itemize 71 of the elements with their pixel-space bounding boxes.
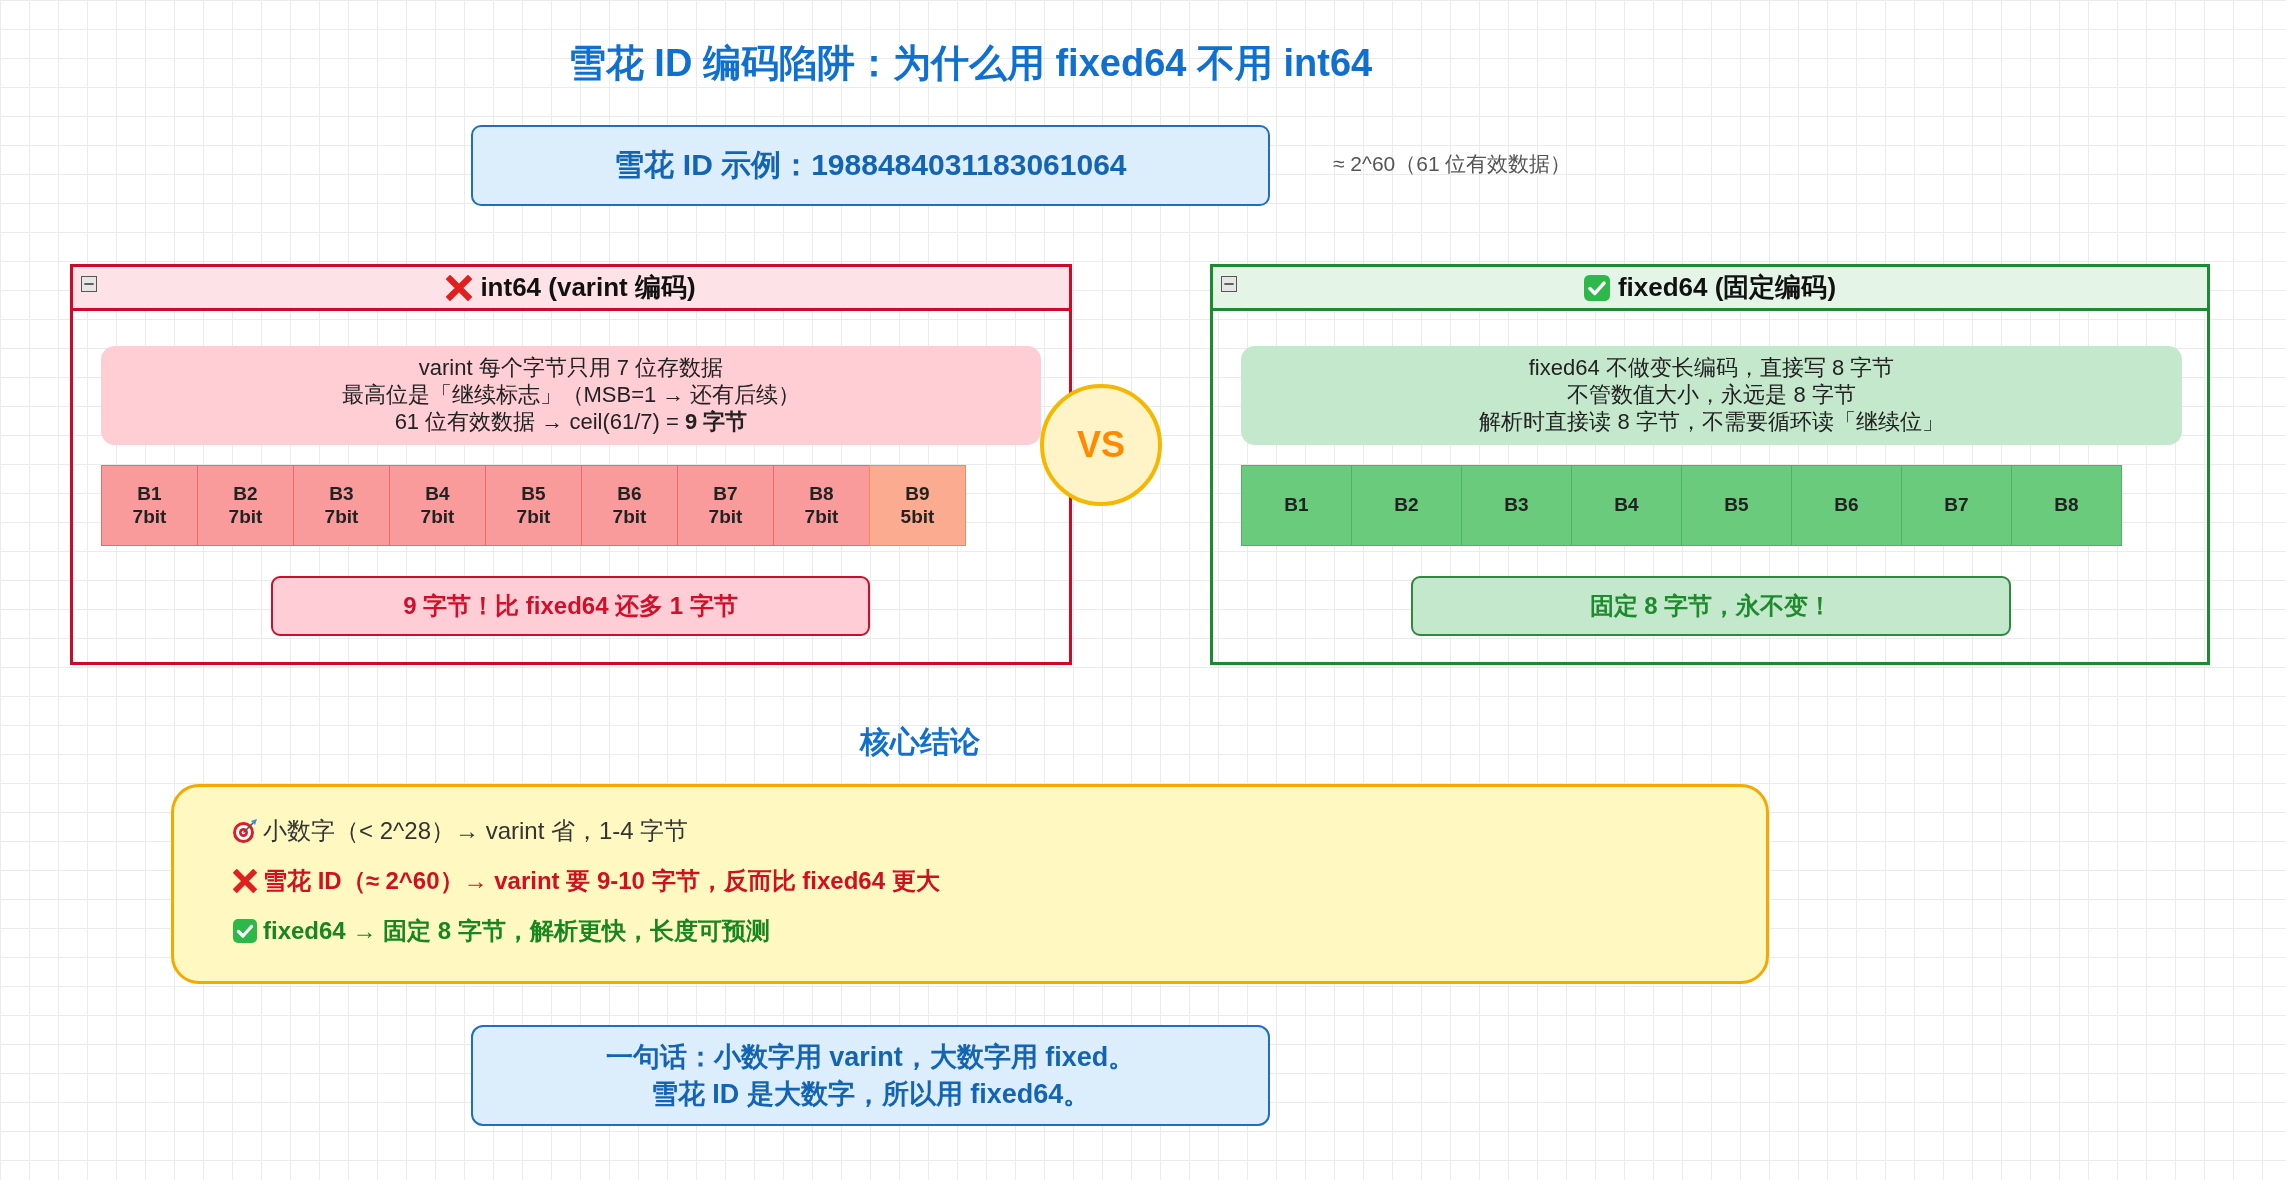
byte-label: B4: [1614, 494, 1639, 517]
byte-label: B9: [905, 482, 930, 506]
bit-count: 7bit: [612, 505, 647, 529]
byte-cell: [1351, 465, 1462, 546]
callout-box: [1411, 576, 2011, 636]
callout-box: [271, 576, 870, 636]
byte-cell: [1571, 465, 1682, 546]
bit-count: 7bit: [228, 505, 263, 529]
vs-text: VS: [1077, 424, 1125, 466]
byte-cell: [1791, 465, 1902, 546]
byte-label: B7: [713, 482, 738, 506]
byte-label: B8: [809, 482, 834, 506]
byte-cell: [197, 465, 294, 546]
byte-label: B6: [617, 482, 642, 506]
byte-label: B8: [2054, 494, 2079, 517]
byte-cell: [485, 465, 582, 546]
byte-cell: [1681, 465, 1792, 546]
byte-cell: [869, 465, 966, 546]
example-box: [471, 125, 1270, 206]
byte-cell: [293, 465, 390, 546]
panel-title: fixed64 (固定编码): [1617, 271, 1837, 304]
note-text: fixed64 不做变长编码，直接写 8 字节: [1528, 355, 1895, 383]
note-box: [1241, 346, 2182, 445]
bit-count: 7bit: [804, 505, 839, 529]
byte-cell: [1241, 465, 1352, 546]
byte-label: B2: [233, 482, 258, 506]
section-heading: 核心结论: [860, 724, 980, 760]
byte-cell: [773, 465, 870, 546]
byte-label: B1: [137, 482, 162, 506]
summary-text: 雪花 ID 是大数字，所以用 fixed64。: [650, 1077, 1091, 1111]
summary-box: [471, 1025, 1270, 1126]
summary-text: 一句话：小数字用 varint，大数字用 fixed。: [605, 1041, 1136, 1075]
note-text: 61 位有效数据 → ceil(61/7) = 9 字节: [394, 408, 748, 436]
byte-label: B3: [329, 482, 354, 506]
byte-label: B5: [1724, 494, 1749, 517]
callout-text: 9 字节！比 fixed64 还多 1 字节: [403, 591, 738, 621]
byte-cell: [1901, 465, 2012, 546]
byte-cell: [389, 465, 486, 546]
note-text: 解析时直接读 8 字节，不需要循环读「继续位」: [1479, 408, 1944, 436]
byte-label: B5: [521, 482, 546, 506]
bit-count: 7bit: [132, 505, 167, 529]
byte-label: B6: [1834, 494, 1859, 517]
byte-label: B1: [1284, 494, 1309, 517]
bit-count: 7bit: [708, 505, 743, 529]
comparison-panel: [70, 264, 1072, 665]
byte-cell: [2011, 465, 2122, 546]
comparison-panel: [1210, 264, 2210, 665]
conclusion-text: fixed64 → 固定 8 字节，解析更快，长度可预测: [263, 916, 770, 946]
byte-label: B4: [425, 482, 450, 506]
diagram-title: 雪花 ID 编码陷阱：为什么用 fixed64 不用 int64: [567, 41, 1373, 86]
conclusion-text: 小数字（< 2^28）→ varint 省，1-4 字节: [263, 816, 689, 846]
annotation-text: ≈ 2^60（61 位有效数据）: [1333, 151, 1572, 177]
panel-title: int64 (varint 编码): [480, 271, 696, 304]
bit-count: 7bit: [324, 505, 359, 529]
byte-label: B7: [1944, 494, 1969, 517]
example-text: 雪花 ID 示例：1988484031183061064: [614, 147, 1127, 183]
byte-cell: [677, 465, 774, 546]
note-text: 最高位是「继续标志」（MSB=1 → 还有后续）: [341, 382, 801, 409]
bit-count: 7bit: [516, 505, 551, 529]
note-box: [101, 346, 1041, 445]
conclusion-text: 雪花 ID（≈ 2^60）→ varint 要 9-10 字节，反而比 fixed64 更大: [263, 866, 940, 896]
byte-cell: [581, 465, 678, 546]
callout-text: 固定 8 字节，永不变！: [1589, 591, 1833, 621]
byte-label: B3: [1504, 494, 1529, 517]
byte-cell: [101, 465, 198, 546]
note-text: 不管数值大小，永远是 8 字节: [1567, 382, 1856, 409]
bit-count: 7bit: [420, 505, 455, 529]
bit-count: 5bit: [900, 505, 935, 529]
byte-label: B2: [1394, 494, 1419, 517]
note-text: varint 每个字节只用 7 位存数据: [418, 355, 724, 383]
byte-cell: [1461, 465, 1572, 546]
